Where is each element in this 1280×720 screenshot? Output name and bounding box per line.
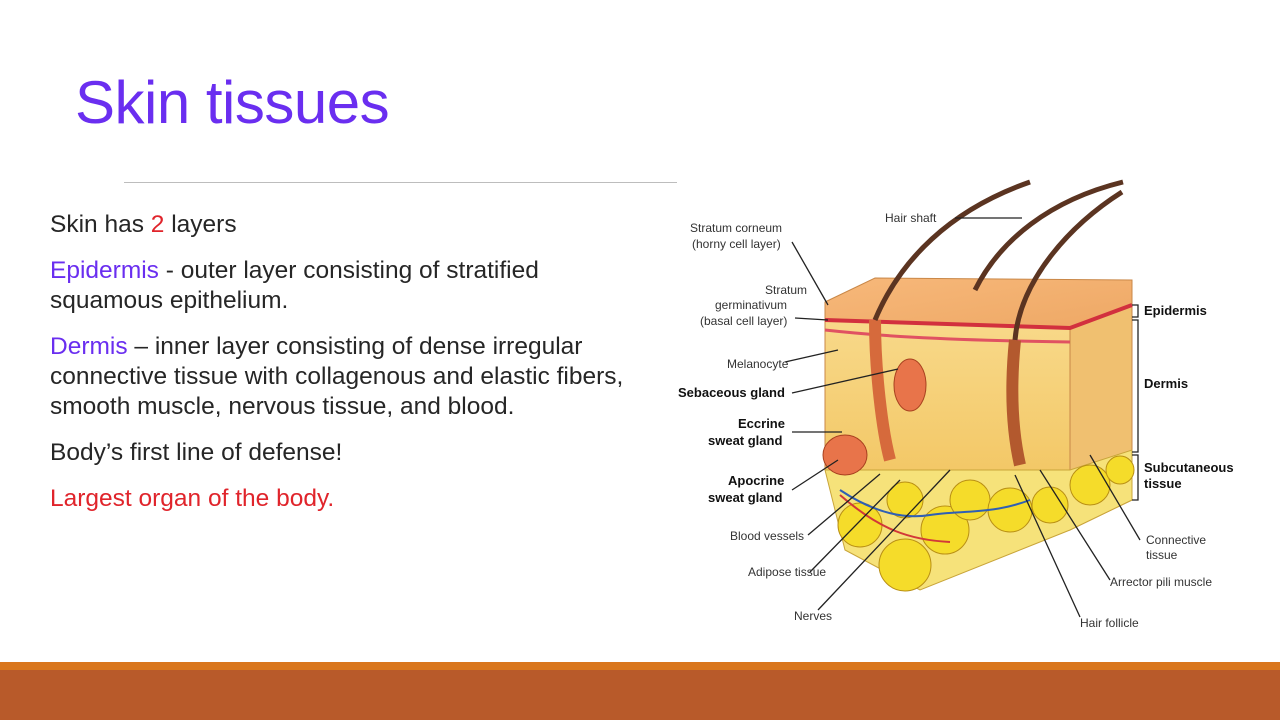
label-connective: Connective bbox=[1146, 533, 1206, 547]
footer-accent-thin bbox=[0, 662, 1280, 670]
label-apocrine-sweat-gland: sweat gland bbox=[708, 490, 782, 505]
label-adipose-tissue: Adipose tissue bbox=[748, 565, 826, 579]
layers-count: 2 bbox=[150, 211, 165, 238]
paragraph-epidermis: Epidermis - outer layer consisting of st… bbox=[50, 256, 650, 316]
label-blood-vessels: Blood vessels bbox=[730, 529, 804, 543]
label-stratum-germinativum-3: (basal cell layer) bbox=[700, 314, 787, 328]
label-subcutaneous: Subcutaneous bbox=[1144, 460, 1234, 475]
paragraph-defense: Body’s first line of defense! bbox=[50, 438, 650, 468]
label-epidermis: Epidermis bbox=[1144, 303, 1207, 318]
label-eccrine-sweat-gland: sweat gland bbox=[708, 433, 782, 448]
label-stratum-corneum: Stratum corneum bbox=[690, 221, 782, 235]
label-stratum-germinativum-1: Stratum bbox=[765, 283, 807, 297]
slide-title: Skin tissues bbox=[75, 69, 390, 136]
label-hair-follicle: Hair follicle bbox=[1080, 616, 1139, 630]
paragraph-largest-organ: Largest organ of the body. bbox=[50, 484, 650, 514]
label-sebaceous-gland: Sebaceous gland bbox=[678, 385, 785, 400]
slide-body: Skin has 2 layers Epidermis - outer laye… bbox=[50, 210, 650, 530]
label-connective-tissue: tissue bbox=[1146, 548, 1178, 562]
layers-text-after: layers bbox=[164, 211, 237, 238]
leader-lines bbox=[784, 217, 1141, 618]
footer-accent-thick bbox=[0, 670, 1280, 720]
dermis-term: Dermis bbox=[50, 333, 128, 360]
skin-cross-section-diagram: Hair shaft Stratum corneum (horny cell l… bbox=[678, 179, 1234, 630]
label-hair-shaft: Hair shaft bbox=[885, 211, 937, 225]
paragraph-layers: Skin has 2 layers bbox=[50, 210, 650, 240]
dermis-description: – inner layer consisting of dense irregu… bbox=[50, 333, 624, 420]
largest-organ-text: Largest organ of the body. bbox=[50, 485, 335, 512]
label-apocrine: Apocrine bbox=[728, 473, 784, 488]
paragraph-dermis: Dermis – inner layer consisting of dense… bbox=[50, 332, 650, 422]
label-melanocyte: Melanocyte bbox=[727, 357, 789, 371]
label-subcutaneous-tissue: tissue bbox=[1144, 476, 1182, 491]
defense-text: Body’s first line of defense! bbox=[50, 439, 343, 466]
label-arrector-pili-muscle: Arrector pili muscle bbox=[1110, 575, 1212, 589]
label-stratum-germinativum-2: germinativum bbox=[715, 298, 787, 312]
layers-text-before: Skin has bbox=[50, 211, 151, 238]
label-eccrine: Eccrine bbox=[738, 416, 785, 431]
epidermis-description: - outer layer consisting of stratified s… bbox=[50, 257, 539, 314]
label-dermis: Dermis bbox=[1144, 376, 1188, 391]
label-nerves: Nerves bbox=[794, 609, 832, 623]
layer-brackets bbox=[1132, 304, 1139, 501]
title-divider bbox=[124, 182, 677, 183]
epidermis-term: Epidermis bbox=[50, 257, 159, 284]
footer-accent-bar bbox=[0, 662, 1280, 720]
skin-block-illustration bbox=[822, 179, 1135, 592]
label-stratum-corneum-sub: (horny cell layer) bbox=[692, 237, 781, 251]
